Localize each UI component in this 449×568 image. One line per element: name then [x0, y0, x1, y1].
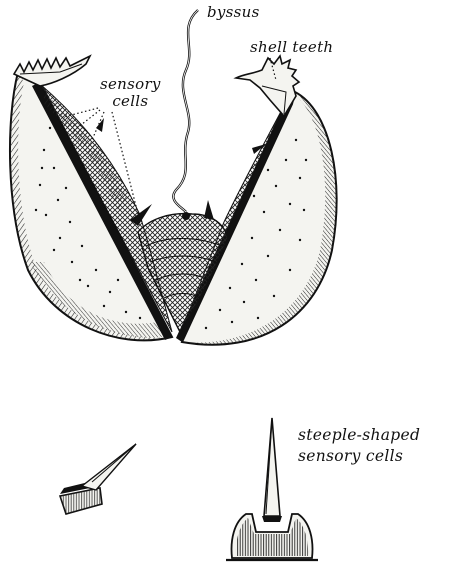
label-steeple-line-2: sensory cells [298, 446, 420, 467]
label-steeple-shaped-sensory-cells: steeple-shaped sensory cells [298, 425, 420, 467]
byssus-thread [173, 10, 198, 212]
right-shell-teeth [236, 56, 299, 116]
label-sensory-cells-line-1: sensory [100, 76, 161, 93]
label-byssus: byssus [207, 4, 260, 21]
label-sensory-cells: sensory cells [100, 76, 161, 110]
left-shell-valve [10, 72, 172, 340]
label-steeple-line-1: steeple-shaped [298, 425, 420, 446]
tilted-sensory-cell-detail [60, 444, 136, 514]
label-sensory-cells-line-2: cells [100, 93, 161, 110]
label-shell-teeth: shell teeth [250, 39, 333, 56]
